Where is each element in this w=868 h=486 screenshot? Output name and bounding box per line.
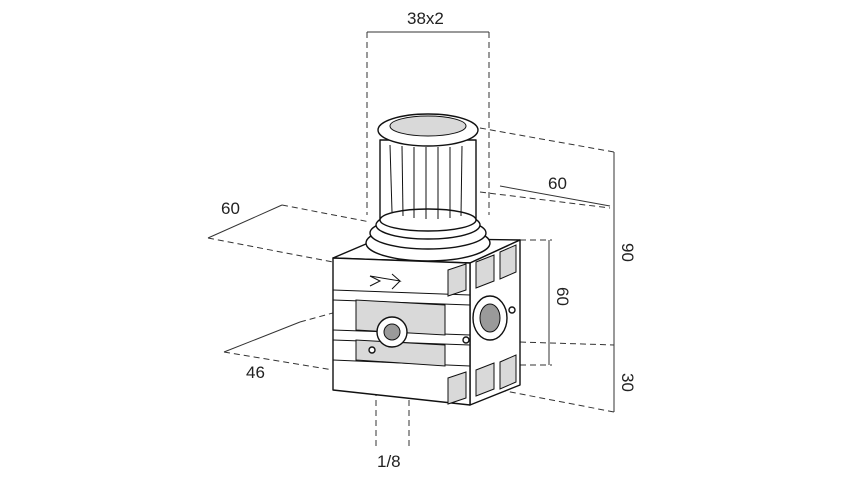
adjusting-knob (365, 113, 491, 262)
regulator-body (332, 237, 521, 406)
dimension-width-right: 60 (548, 174, 567, 193)
dimension-port-thread: 1/8 (377, 452, 401, 471)
dimension-lines (207, 31, 615, 446)
dimension-port-offset: 46 (246, 363, 265, 382)
dimension-knob-thread: 38x2 (407, 9, 444, 28)
flow-arrow-icon (369, 273, 402, 290)
dimension-base-height: 30 (617, 373, 637, 392)
dimension-overall-height: 90 (617, 243, 637, 262)
dimension-depth-left: 60 (221, 199, 240, 218)
dimension-body-height: 60 (552, 287, 572, 306)
